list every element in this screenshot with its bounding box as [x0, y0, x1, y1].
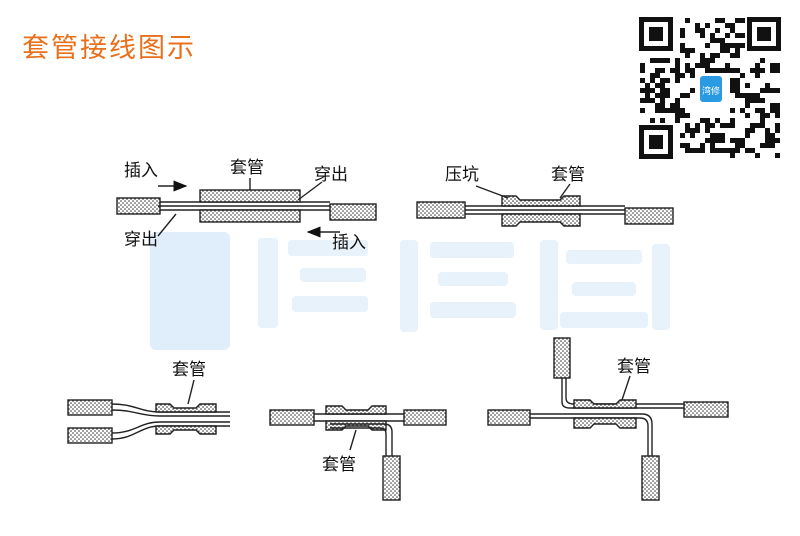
label-insert-right: 插入: [332, 233, 366, 253]
label-insert-left: 插入: [124, 161, 158, 181]
label-sleeve: 套管: [322, 455, 356, 475]
sleeve-bottom: [501, 213, 581, 227]
qr-code: 湾修: [637, 15, 783, 161]
cable-upper: [67, 399, 113, 416]
qr-finder-bottom-left: [639, 125, 673, 159]
label-through-right: 穿出: [314, 165, 348, 185]
qr-finder-top-right: [747, 17, 781, 51]
sleeve-top: [501, 195, 581, 207]
diagram-5-cross-joint: [487, 337, 729, 501]
cable-right: [624, 207, 674, 225]
sleeve-bottom: [155, 425, 217, 435]
diagram-4-t-branch: [269, 405, 447, 501]
cable-right: [683, 401, 729, 418]
cable-left: [487, 409, 531, 426]
qr-finder-top-left: [639, 17, 673, 51]
cable-top: [553, 337, 571, 379]
diagram-2-crimped: [416, 183, 674, 227]
qr-center-badge: 湾修: [697, 73, 725, 105]
cable-right: [403, 409, 447, 426]
cable-left: [116, 197, 161, 215]
sleeve-top: [325, 405, 387, 415]
sleeve-top: [573, 399, 637, 409]
cable-bottom: [641, 455, 660, 501]
cable-lower: [67, 427, 113, 444]
cable-branch: [382, 455, 401, 501]
cable-left: [416, 201, 466, 219]
label-sleeve: 套管: [230, 158, 264, 178]
cable-right: [329, 203, 377, 221]
label-through-left: 穿出: [124, 230, 158, 250]
label-sleeve: 套管: [172, 360, 206, 380]
label-sleeve: 套管: [551, 165, 585, 185]
sleeve-top: [155, 403, 217, 413]
sleeve: [199, 189, 301, 203]
qr-badge-text: 湾修: [702, 85, 720, 97]
page-title: 套管接线图示: [22, 33, 196, 64]
label-sleeve: 套管: [617, 357, 651, 377]
cable-left: [269, 409, 315, 426]
diagram-1-straight-through: [116, 178, 377, 238]
sleeve-bottom: [573, 417, 637, 429]
diagram-3-parallel-join: [67, 379, 230, 444]
label-crimp: 压坑: [445, 165, 479, 185]
